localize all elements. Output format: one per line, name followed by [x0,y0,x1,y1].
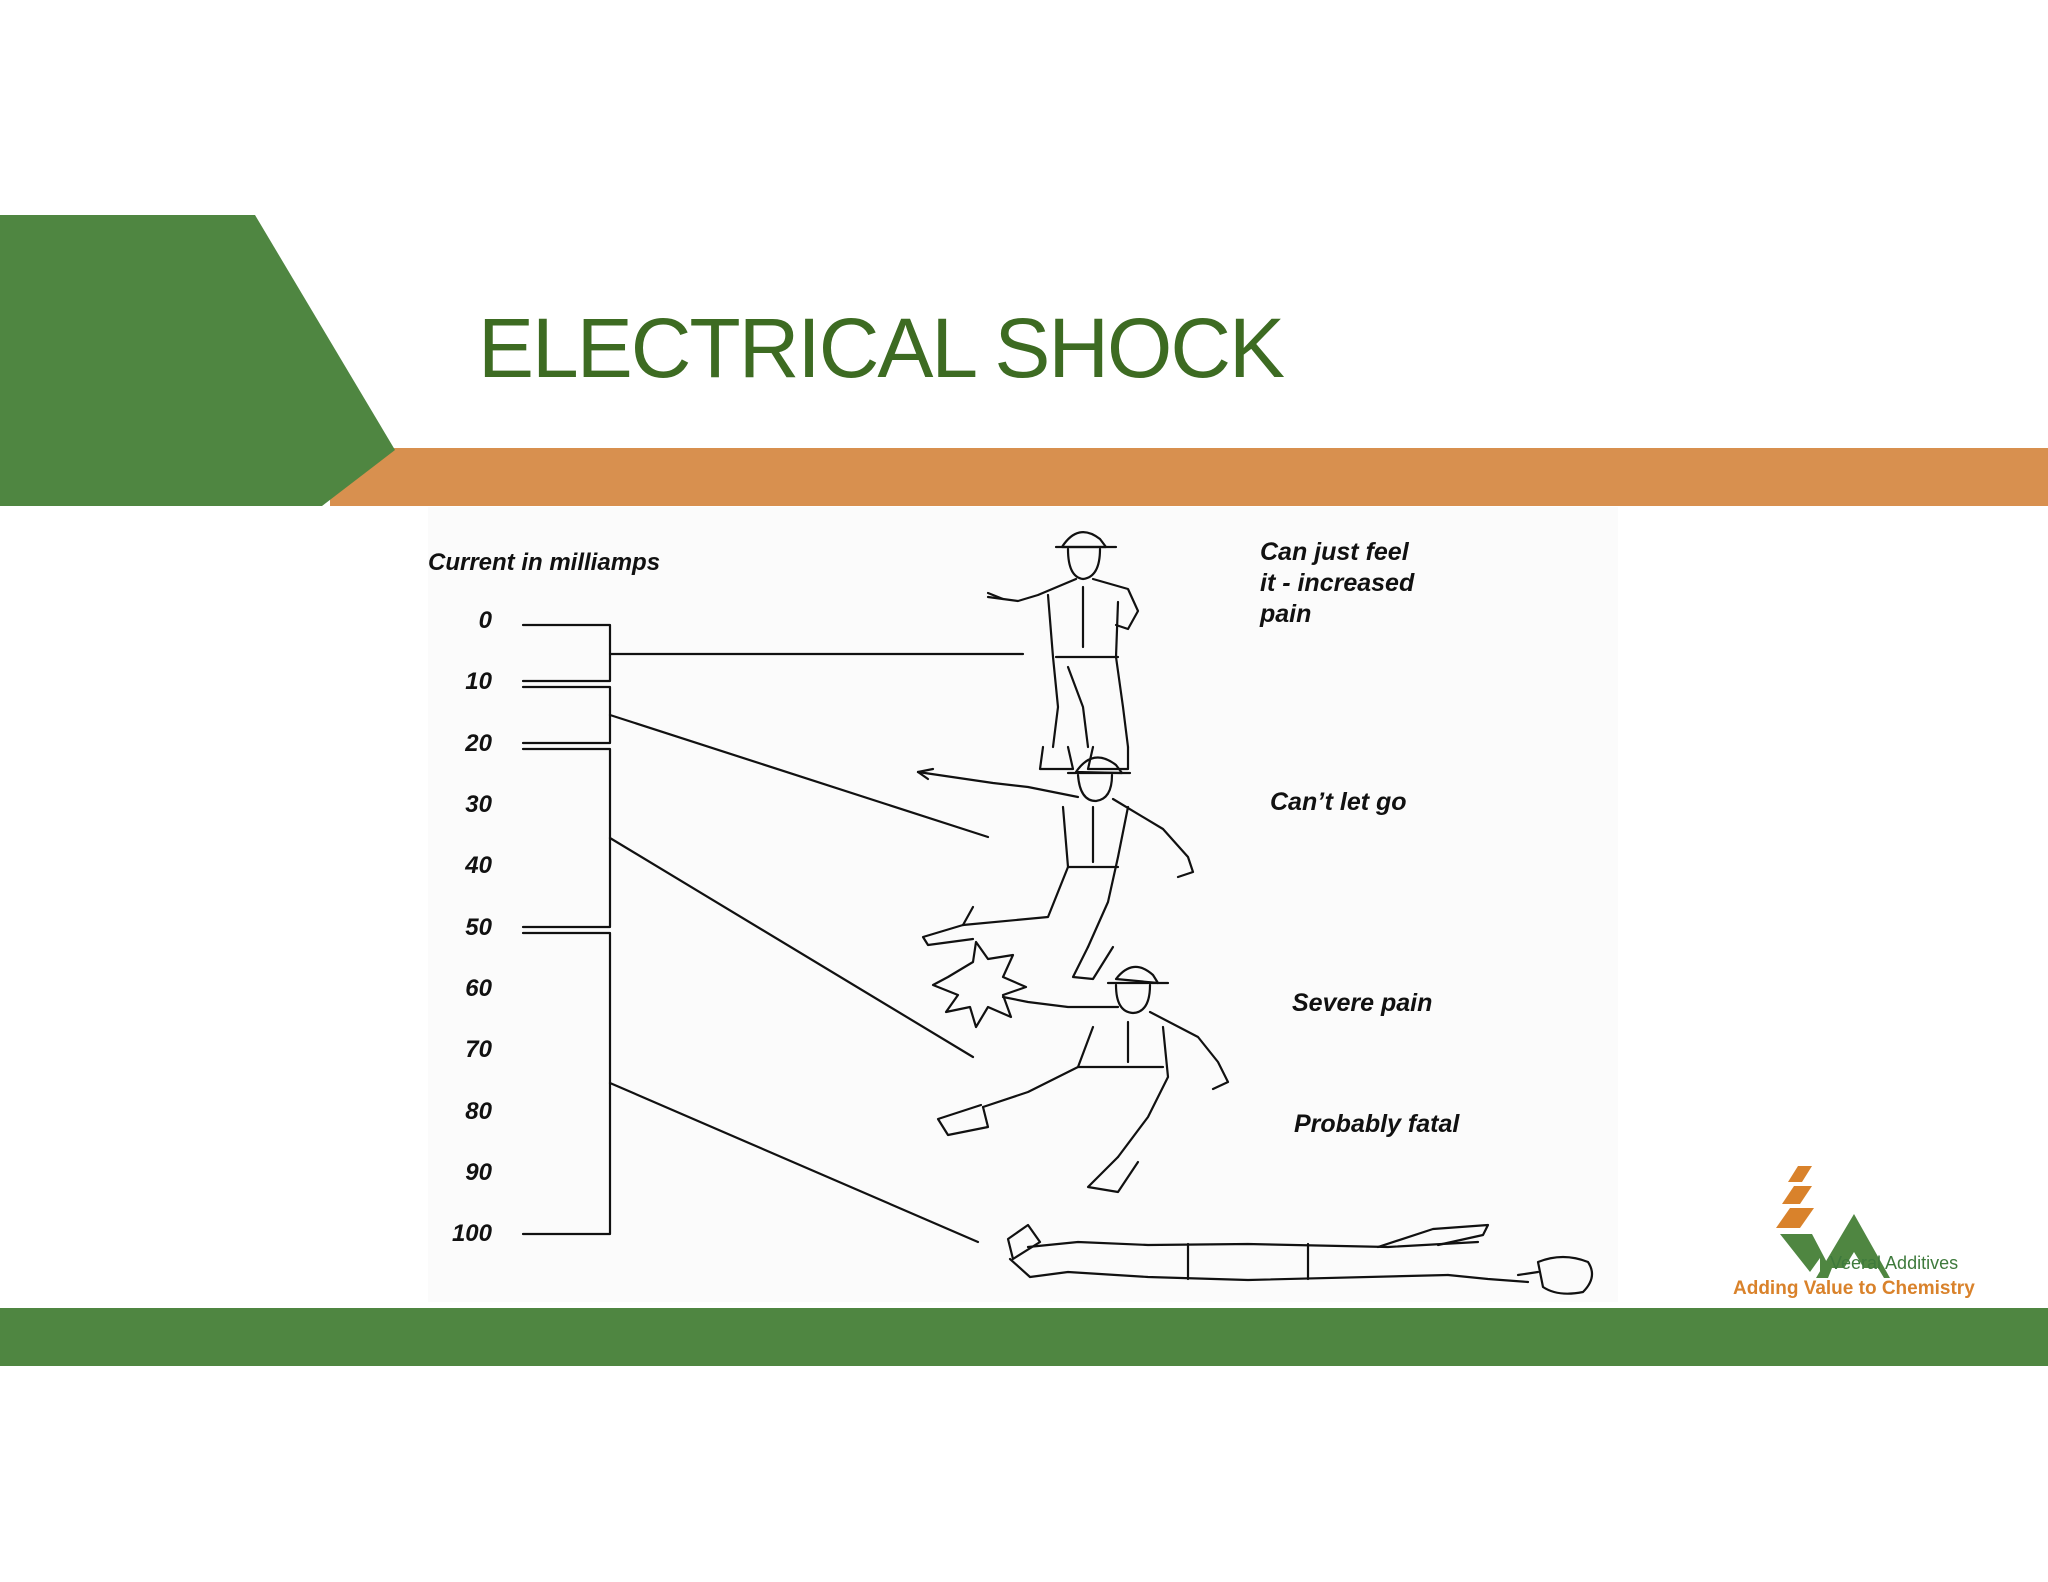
shock-diagram: Current in milliamps 0 10 20 30 40 50 60… [428,507,1618,1302]
green-pentagon [0,215,395,506]
tick-label: 10 [465,668,492,695]
logo-tagline: Adding Value to Chemistry [1733,1278,1975,1299]
va-logo-icon [1776,1166,1890,1278]
effect-label-let-go: Can’t let go [1270,788,1407,816]
bracket-20-50 [521,747,975,1059]
reaching-worker [916,756,1195,981]
footer-band [0,1308,2048,1366]
orange-band [330,448,2048,506]
bracket-0-10 [521,623,1025,683]
tick-label: 20 [465,730,492,757]
spark-icon [931,940,1028,1029]
bracket-50-100 [521,931,980,1244]
tick-label: 80 [465,1098,492,1125]
tick-label: 100 [451,1220,492,1247]
effect-label-fatal: Probably fatal [1294,1110,1460,1138]
tick-label: 70 [465,1036,492,1063]
bracket-10-20 [521,685,990,839]
tick-label: 30 [465,791,492,818]
standing-worker [986,531,1140,771]
effect-line: Can just feel [1260,538,1409,566]
logo-company-name: Veeral Additives [1830,1253,1959,1273]
tick-label: 0 [478,607,492,634]
scale-title: Current in milliamps [428,549,661,576]
page-title: ELECTRICAL SHOCK [478,301,1285,395]
collapsed-worker [1006,1223,1594,1295]
tick-label: 50 [465,914,492,941]
effect-line: pain [1260,600,1312,628]
diagram-drawing [521,531,1594,1295]
effect-line: it - increased [1260,569,1415,597]
header-decoration [0,215,2048,506]
tick-label: 60 [465,975,492,1002]
effect-label-severe: Severe pain [1292,989,1433,1017]
tick-label: 40 [465,852,492,879]
effect-label-feel: Can just feel it - increased pain [1260,537,1414,630]
tick-label: 90 [465,1159,492,1186]
shocked-worker [931,940,1230,1194]
